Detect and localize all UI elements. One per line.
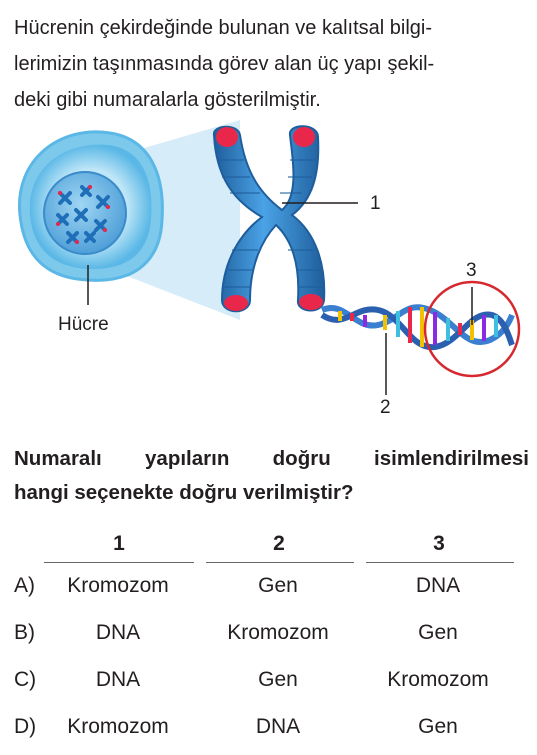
figure-label-1: 1 — [370, 193, 381, 214]
chromosome-figure: Hücre 1 2 3 — [0, 115, 537, 440]
figure-label-2: 2 — [380, 397, 391, 418]
option-letter: A) — [14, 574, 35, 597]
option-cell: Gen — [418, 621, 458, 644]
figure-illustration — [18, 120, 521, 395]
option-cell: DNA — [95, 621, 141, 644]
option-cell: DNA — [415, 574, 461, 597]
gene-highlight-circle — [423, 280, 521, 378]
column-header-3: 3 — [433, 532, 445, 555]
telomere — [224, 295, 248, 311]
option-letter: C) — [14, 668, 37, 691]
option-a[interactable]: A) Kromozom Gen DNA — [0, 574, 537, 614]
option-cell: Gen — [258, 574, 298, 597]
header-divider — [366, 562, 514, 563]
option-cell: Kromozom — [387, 668, 489, 691]
question-intro: Hücrenin çekirdeğinde bulunan ve kalıtsa… — [14, 10, 529, 118]
header-divider — [44, 562, 194, 563]
option-b[interactable]: B) DNA Kromozom Gen — [0, 621, 537, 661]
option-d[interactable]: D) Kromozom DNA Gen — [0, 715, 537, 755]
cell-drawing — [18, 130, 164, 305]
intro-line: Hücrenin çekirdeğinde bulunan ve kalıtsa… — [14, 17, 433, 39]
option-cell: DNA — [255, 715, 301, 738]
option-cell: Kromozom — [67, 574, 169, 597]
option-cell: DNA — [95, 668, 141, 691]
figure-label-3: 3 — [466, 260, 477, 281]
option-letter: D) — [14, 715, 37, 738]
question-line: Numaralı yapıların doğru isimlendirilmes… — [14, 447, 529, 470]
option-cell: Kromozom — [67, 715, 169, 738]
option-cell: Gen — [418, 715, 458, 738]
header-divider — [206, 562, 354, 563]
option-letter: B) — [14, 621, 35, 644]
question-line: hangi seçenekte doğru verilmiştir? — [14, 481, 354, 504]
option-cell: Kromozom — [227, 621, 329, 644]
column-header-2: 2 — [273, 532, 285, 555]
intro-line: deki gibi numaralarla gösterilmiştir. — [14, 89, 321, 111]
question-stem: Numaralı yapıların doğru isimlendirilmes… — [14, 442, 529, 510]
telomere — [293, 127, 315, 147]
chromosome-drawing — [213, 125, 358, 313]
telomere — [216, 127, 238, 147]
telomere — [299, 294, 323, 310]
option-c[interactable]: C) DNA Gen Kromozom — [0, 668, 537, 708]
intro-line: lerimizin taşınmasında görev alan üç yap… — [14, 53, 435, 75]
cell-label: Hücre — [58, 314, 109, 335]
column-header-1: 1 — [113, 532, 125, 555]
dna-helix-drawing — [320, 280, 521, 395]
option-cell: Gen — [258, 668, 298, 691]
